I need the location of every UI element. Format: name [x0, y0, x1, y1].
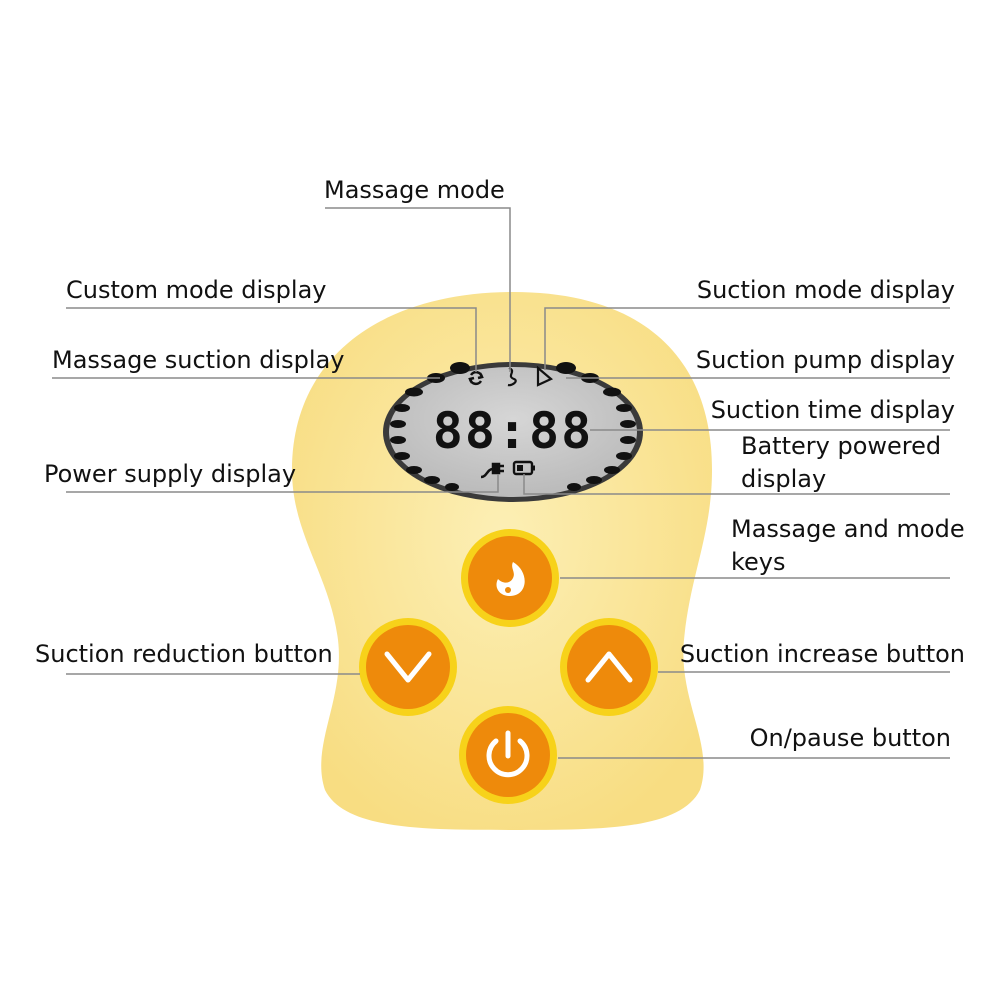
leader-massage-mode	[325, 207, 511, 372]
suction-increase-button[interactable]	[560, 618, 658, 716]
label-suction-increase-button: Suction increase button	[679, 640, 965, 668]
label-suction-mode-display: Suction mode display	[696, 276, 955, 304]
label-massage-and-mode-keys: Massage and mode keys	[731, 515, 965, 576]
label-suction-reduction-button: Suction reduction button	[35, 640, 333, 668]
label-massage-suction-display: Massage suction display	[52, 346, 345, 374]
lcd-dot-ring	[390, 362, 636, 491]
recycle-arrows-icon	[468, 370, 484, 386]
label-suction-pump-display: Suction pump display	[695, 346, 955, 374]
funnel-icon	[536, 365, 554, 387]
power-icon	[486, 730, 530, 778]
chevron-up-icon	[585, 651, 633, 683]
plug-icon	[480, 462, 504, 479]
battery-icon	[512, 460, 535, 476]
label-massage-mode: Massage mode	[324, 176, 505, 204]
droplet-icon	[496, 562, 525, 596]
lcd-display: 88:88	[383, 362, 643, 502]
leader-lines	[52, 207, 950, 759]
label-battery-powered-display: Battery powered display	[741, 432, 942, 493]
massage-wave-icon	[507, 366, 517, 387]
leader-power-supply	[66, 474, 499, 493]
leader-battery	[523, 474, 950, 495]
chevron-down-icon	[384, 651, 432, 683]
leader-custom-mode	[66, 307, 477, 372]
leader-suction-mode	[544, 307, 950, 370]
label-custom-mode-display: Custom mode display	[66, 276, 327, 304]
label-power-supply-display: Power supply display	[44, 460, 297, 488]
label-suction-time-display: Suction time display	[710, 396, 955, 424]
time-readout: 88:88	[433, 402, 594, 460]
label-on-pause-button: On/pause button	[749, 724, 951, 752]
massage-mode-key[interactable]	[461, 529, 559, 627]
on-pause-button[interactable]	[459, 706, 557, 804]
suction-reduction-button[interactable]	[359, 618, 457, 716]
